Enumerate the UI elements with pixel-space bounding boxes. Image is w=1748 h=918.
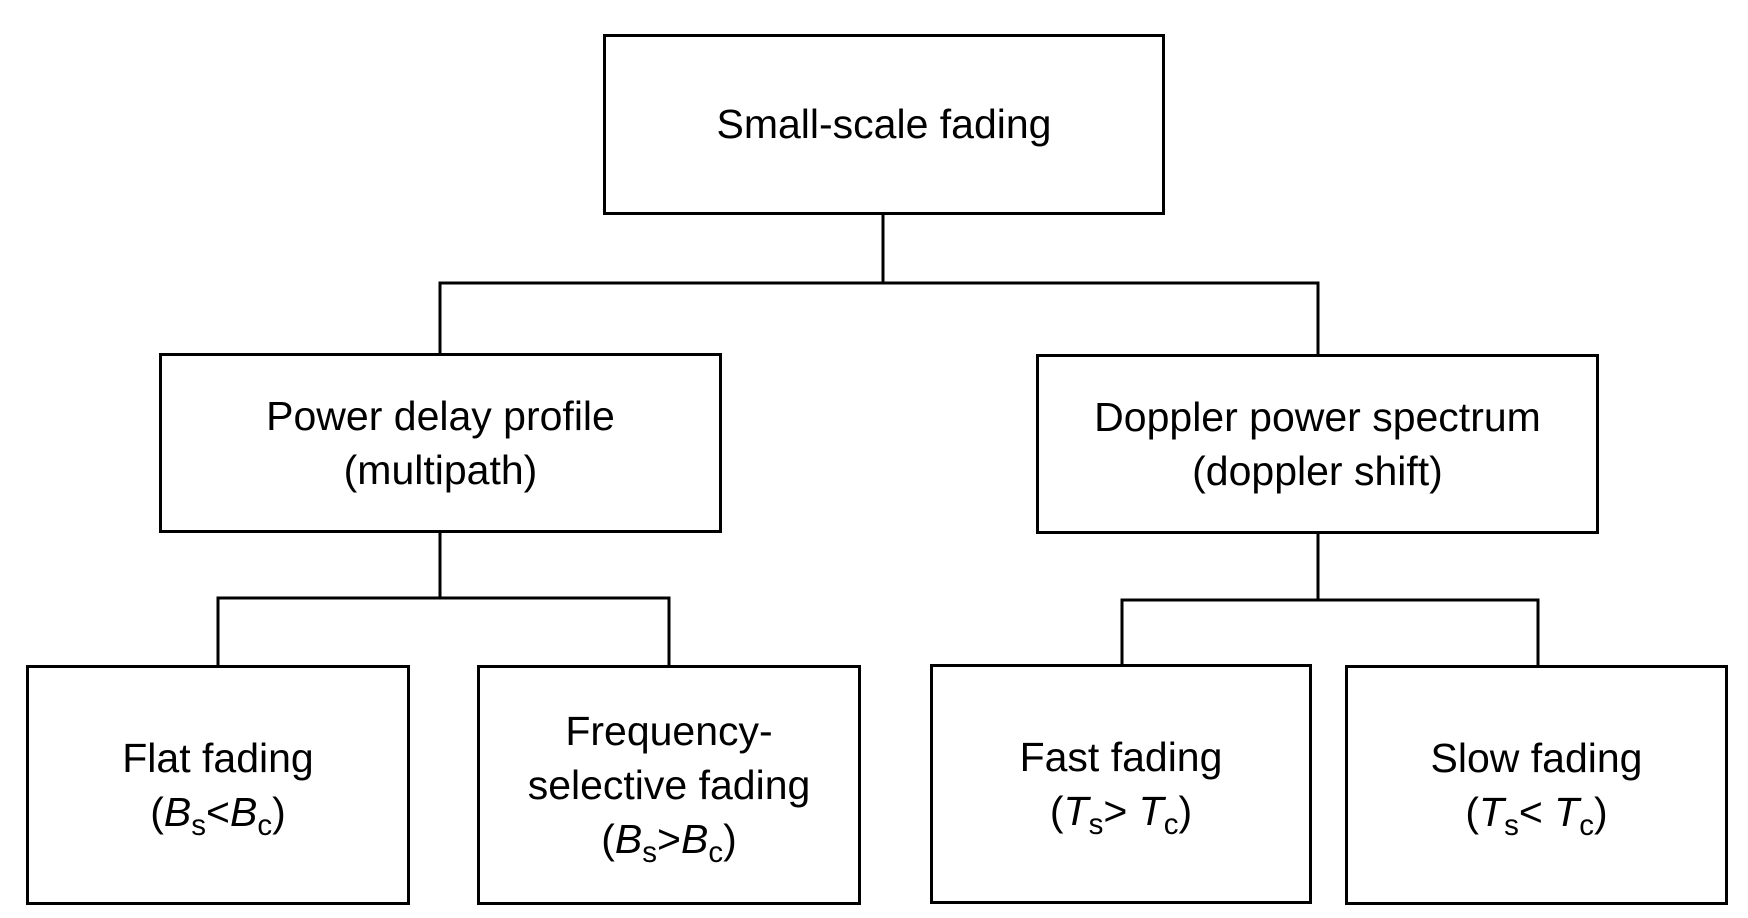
connector-root [438,213,1320,356]
slow-fading-condition: (Ts< Tc) [1465,789,1608,842]
fast-fading-condition: (Ts> Tc) [1049,788,1193,841]
frequency-label: Frequency- [565,707,773,754]
connector-doppler [1120,530,1540,668]
connector-multipath [216,530,671,668]
frequency-selective-fading-node: Frequency- selective fading (Bs>Bc) [477,665,861,905]
fast-fading-label: Fast fading [1019,733,1223,780]
flat-fading-node: Flat fading (Bs<Bc) [26,665,410,905]
root-label: Small-scale fading [716,101,1052,148]
selective-fading-label: selective fading [527,761,811,808]
doppler-shift-label: (doppler shift) [1192,448,1443,494]
power-delay-profile-label: Power delay profile [266,392,615,439]
root-node: Small-scale fading [603,34,1165,215]
multipath-label: (multipath) [343,447,538,493]
slow-fading-node: Slow fading (Ts< Tc) [1345,665,1728,905]
doppler-power-spectrum-node: Doppler power spectrum (doppler shift) [1036,354,1599,534]
fast-fading-node: Fast fading (Ts> Tc) [930,664,1312,904]
flat-fading-label: Flat fading [122,734,314,781]
flat-fading-condition: (Bs<Bc) [150,789,286,842]
frequency-selective-condition: (Bs>Bc) [601,816,737,869]
slow-fading-label: Slow fading [1430,734,1643,781]
doppler-power-spectrum-label: Doppler power spectrum [1094,393,1541,440]
power-delay-profile-node: Power delay profile (multipath) [159,353,722,533]
